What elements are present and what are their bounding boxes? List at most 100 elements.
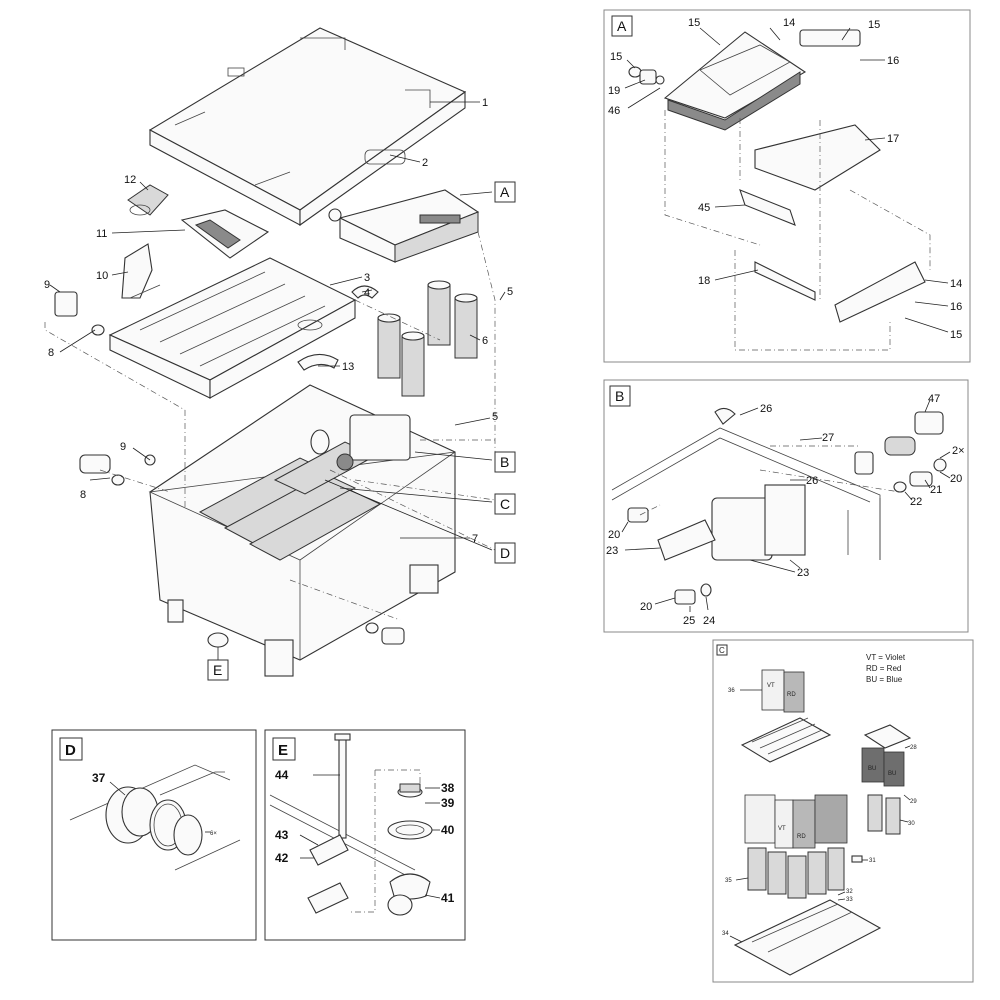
panel-C-label-34: 34 bbox=[722, 931, 729, 937]
panel-B-label-47: 47 bbox=[928, 393, 940, 405]
panel-D-flange bbox=[105, 786, 203, 856]
label-8-lower: 8 bbox=[80, 489, 86, 501]
panel-B-letter: B bbox=[615, 388, 624, 404]
panel-B-label-22: 22 bbox=[910, 496, 922, 508]
panel-A-label-16-bottom: 16 bbox=[950, 301, 962, 313]
panel-A-part-16 bbox=[799, 29, 861, 47]
panel-B-part-20-upper bbox=[627, 507, 649, 523]
label-7: 7 bbox=[472, 533, 478, 545]
ring-lower bbox=[111, 474, 125, 486]
panel-B-label-20-left: 20 bbox=[608, 529, 620, 541]
holder-part-10 bbox=[121, 243, 161, 299]
label-3: 3 bbox=[364, 272, 370, 284]
panel-C-brushes bbox=[747, 794, 901, 899]
panel-E-label-41: 41 bbox=[441, 891, 455, 905]
panel-A-filter-box bbox=[663, 31, 807, 131]
part-8-upper bbox=[91, 324, 105, 336]
panel-A-part-18 bbox=[754, 261, 816, 301]
panel-A-part-45 bbox=[739, 189, 796, 226]
label-9-upper: 9 bbox=[44, 279, 50, 291]
panel-B-label-24: 24 bbox=[703, 615, 715, 627]
box-label-rd-mid: RD bbox=[797, 834, 806, 840]
panel-B-label-27: 27 bbox=[822, 432, 834, 444]
box-label-vt-top: VT bbox=[767, 683, 775, 689]
panel-D-label-37: 37 bbox=[92, 771, 106, 785]
label-6: 6 bbox=[482, 335, 488, 347]
part-4 bbox=[351, 285, 379, 299]
panel-B-part-25 bbox=[674, 589, 696, 605]
box-label-bu-1: BU bbox=[868, 766, 876, 772]
panel-B-right-fittings bbox=[893, 458, 947, 493]
panel-A-label-14-top: 14 bbox=[783, 17, 795, 29]
box-red-mid bbox=[792, 799, 816, 849]
panel-A-label-15-right: 15 bbox=[868, 19, 880, 31]
panel-B-part-24 bbox=[700, 583, 712, 597]
ref-box-E bbox=[207, 659, 229, 681]
panel-B-label-20-bottom: 20 bbox=[640, 601, 652, 613]
label-13: 13 bbox=[342, 361, 354, 373]
panel-B-label-21: 21 bbox=[930, 484, 942, 496]
ref-A: A bbox=[500, 184, 510, 200]
tray-part-11 bbox=[180, 209, 270, 259]
filter-cylinders-part-6 bbox=[377, 280, 478, 397]
label-1: 1 bbox=[482, 97, 488, 109]
panel-C-label-35: 35 bbox=[725, 878, 732, 884]
panel-A-part-14-lower bbox=[834, 261, 926, 323]
assembly-A-main bbox=[328, 189, 480, 263]
part-13 bbox=[297, 353, 339, 371]
panel-B-part-26-spring bbox=[714, 407, 736, 425]
ref-box-D bbox=[494, 542, 516, 564]
box-blue-2 bbox=[883, 751, 905, 787]
panel-C-label-29: 29 bbox=[910, 799, 917, 805]
label-9-lower: 9 bbox=[120, 441, 126, 453]
box-blue-1 bbox=[861, 747, 885, 783]
panel-C: C VT = Violet RD = Red BU = Blue VT RD B… bbox=[712, 639, 974, 983]
label-12: 12 bbox=[124, 174, 136, 186]
panel-A-label-45: 45 bbox=[698, 202, 710, 214]
panel-C-label-33: 33 bbox=[846, 897, 853, 903]
box-label-vt-mid: VT bbox=[778, 826, 786, 832]
panel-A: A 15 14 15 bbox=[603, 9, 971, 363]
main-exploded-view: 1 2 3 4 5 5 6 7 8 8 9 9 10 11 12 13 A B … bbox=[44, 27, 516, 681]
label-11: 11 bbox=[96, 228, 107, 240]
panel-A-label-15-left: 15 bbox=[610, 51, 622, 63]
panel-B-label-23-right: 23 bbox=[797, 567, 809, 579]
panel-B-label-26-top: 26 bbox=[760, 403, 772, 415]
panel-A-label-15-bottom: 15 bbox=[950, 329, 962, 341]
panel-C-label-31: 31 bbox=[869, 858, 876, 864]
panel-C-part-31 bbox=[851, 855, 863, 863]
panel-B-part-23 bbox=[657, 519, 716, 561]
panel-A-part-17 bbox=[754, 124, 881, 191]
ref-box-B bbox=[494, 451, 516, 473]
legend-red: RD = Red bbox=[866, 664, 901, 673]
panel-C-label-28: 28 bbox=[910, 745, 917, 751]
panel-B-housing-right bbox=[764, 484, 806, 556]
label-2: 2 bbox=[422, 157, 428, 169]
panel-E-letter: E bbox=[278, 742, 288, 759]
panel-A-letter: A bbox=[617, 18, 627, 34]
legend-blue: BU = Blue bbox=[866, 675, 903, 684]
ref-box-C bbox=[494, 493, 516, 515]
label-10: 10 bbox=[96, 270, 108, 282]
panel-B-label-26-mid: 26 bbox=[806, 475, 818, 487]
panel-B-label-23-left: 23 bbox=[606, 545, 618, 557]
panel-D-letter: D bbox=[65, 742, 76, 759]
panel-A-label-46: 46 bbox=[608, 105, 620, 117]
panel-E-brackets bbox=[307, 834, 349, 914]
panel-C-base-tray bbox=[733, 899, 882, 976]
panel-D-label-6x: 6× bbox=[210, 831, 217, 837]
panel-A-label-14-bottom: 14 bbox=[950, 278, 962, 290]
box-label-bu-2: BU bbox=[888, 771, 896, 777]
panel-E-label-38: 38 bbox=[441, 781, 455, 795]
panel-B: B bbox=[603, 379, 969, 633]
panel-C-letter: C bbox=[719, 646, 725, 655]
panel-B-inlet-assembly bbox=[854, 411, 944, 475]
ref-B: B bbox=[500, 454, 509, 470]
box-label-rd-top: RD bbox=[787, 692, 796, 698]
panel-B-label-2x: 2× bbox=[952, 445, 965, 457]
label-5-upper: 5 bbox=[507, 286, 513, 298]
lid-part-1 bbox=[148, 27, 467, 227]
box-red-mid-2 bbox=[814, 794, 848, 844]
panel-B-label-20-right: 20 bbox=[950, 473, 962, 485]
